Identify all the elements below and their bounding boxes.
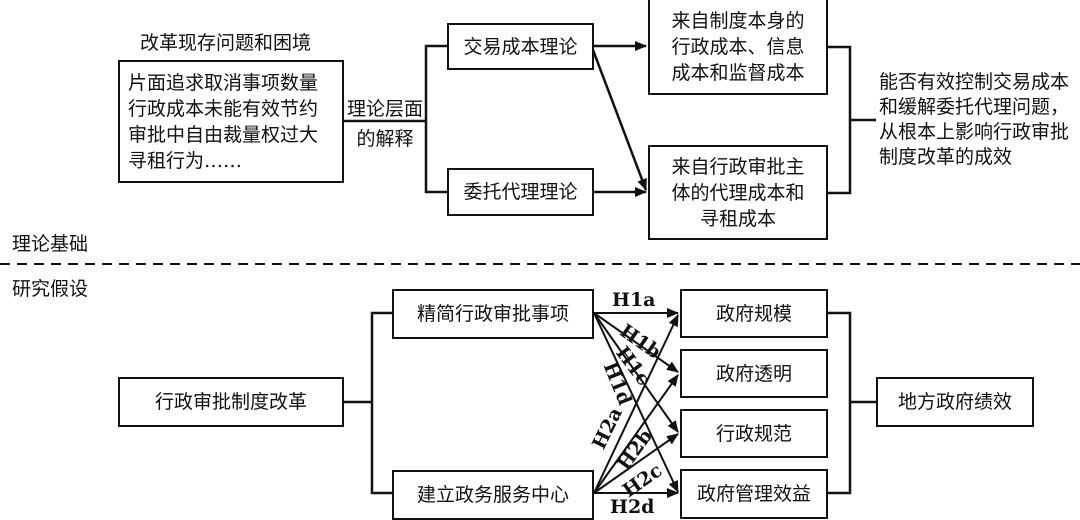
outcome-box-transparency: 政府透明 (680, 349, 828, 398)
cost-box-institutional: 来自制度本身的 行政成本、信息 成本和监督成本 (648, 0, 828, 95)
problem-box: 片面追求取消事项数量 行政成本未能有效节约 审批中自由裁量权过大 寻租行为…… (118, 60, 344, 183)
bracket-outcomes (827, 311, 852, 495)
target-box: 地方政府绩效 (876, 377, 1034, 427)
section-label-hypothesis: 研究假设 (12, 278, 89, 300)
bracket-conclusion (827, 45, 852, 195)
arrow-h2c (593, 433, 679, 494)
arrow-theory1-cost2 (591, 49, 648, 191)
bracket-measures (370, 311, 392, 495)
conclusion-text: 能否有效控制交易成本 和缓解委托代理问题， 从根本上影响行政审批 制度改革的成效 (879, 71, 1070, 168)
theory-box-principal-agent: 委托代理理论 (447, 168, 594, 216)
arrow-h2a (593, 314, 679, 494)
problem-title: 改革现存问题和困境 (140, 32, 312, 54)
hypothesis-label-h1a: H1a (612, 289, 656, 311)
hypothesis-label-h2d: H2d (610, 496, 655, 518)
root-box: 行政审批制度改革 (118, 377, 344, 427)
arrow-h1b (593, 312, 679, 373)
outcome-box-size: 政府规模 (680, 289, 828, 338)
section-label-theory: 理论基础 (12, 233, 89, 255)
bracket-theories (424, 44, 447, 194)
bridge-label: 理论层面 的解释 (346, 98, 423, 150)
measure-box-streamline: 精简行政审批事项 (392, 289, 594, 339)
outcome-box-efficiency: 政府管理效益 (680, 469, 828, 519)
theory-box-transaction-cost: 交易成本理论 (447, 23, 594, 70)
arrow-h2b (593, 374, 679, 494)
arrow-h1c (593, 312, 679, 433)
cost-box-agency: 来自行政审批主 体的代理成本和 寻租成本 (648, 145, 828, 240)
measure-box-service-center: 建立政务服务中心 (392, 470, 594, 520)
outcome-box-regulation: 行政规范 (680, 409, 828, 458)
